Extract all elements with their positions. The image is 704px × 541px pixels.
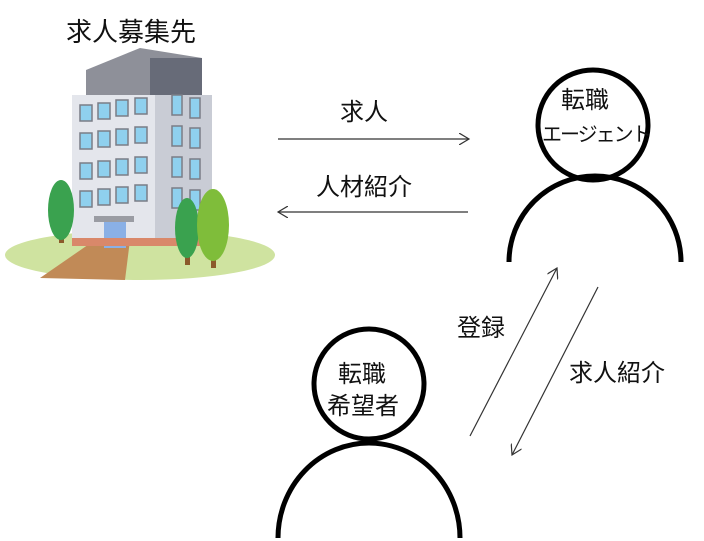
tree-icon — [175, 189, 229, 268]
seeker-label-line1: 転職 — [338, 360, 386, 388]
tree-icon — [48, 180, 74, 243]
registration-label: 登録 — [457, 314, 505, 342]
agent-label-line2: エージェント — [542, 122, 652, 146]
job-referral-label: 求人紹介 — [569, 359, 665, 387]
agent-label-line1: 転職 — [561, 86, 609, 114]
office-building-illustration — [5, 48, 275, 280]
seeker-label-line2: 希望者 — [327, 392, 399, 420]
agent-person-icon — [506, 67, 684, 263]
arrow-registration — [469, 268, 557, 437]
company-label: 求人募集先 — [66, 18, 197, 48]
job-posting-label: 求人 — [340, 98, 388, 126]
talent-referral-label: 人材紹介 — [316, 173, 412, 201]
arrow-job-referral — [512, 286, 599, 455]
seeker-person-icon — [275, 326, 463, 539]
